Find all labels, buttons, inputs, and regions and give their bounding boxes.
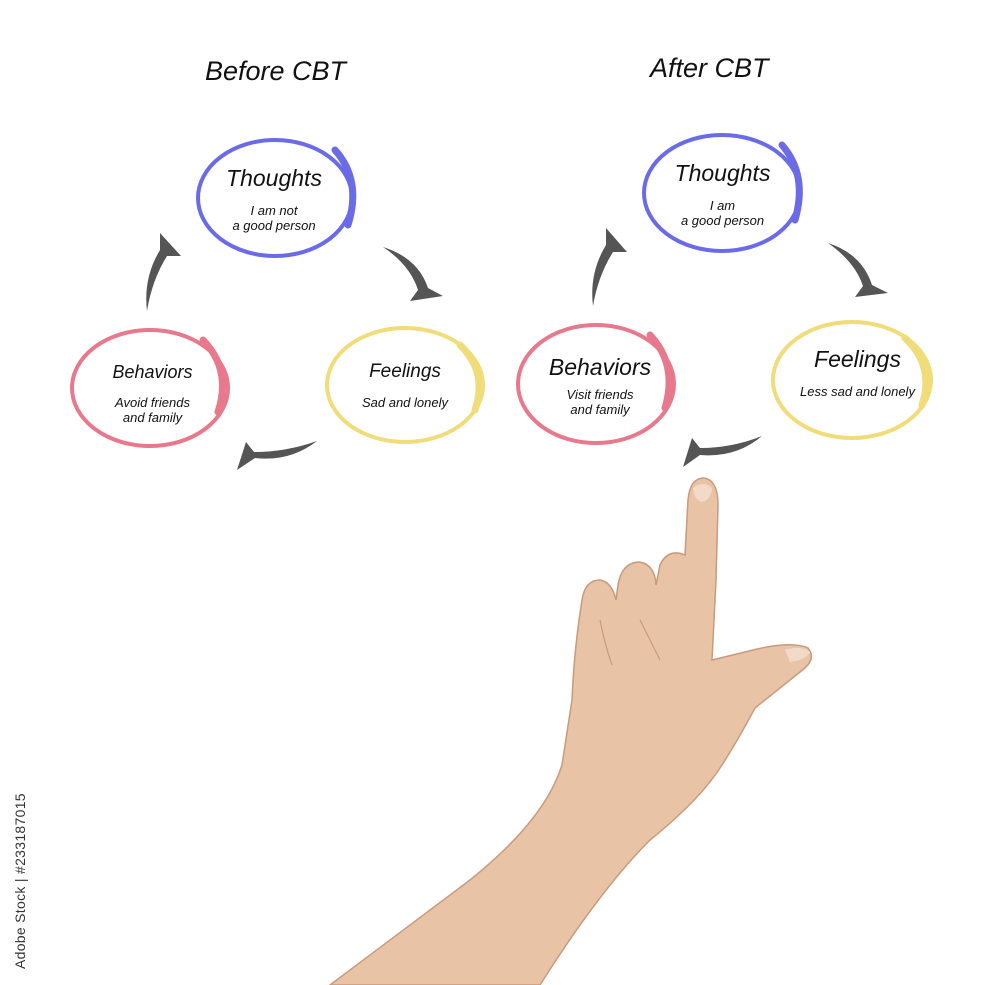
before-feelings-label: Feelings xyxy=(330,361,480,383)
before-thoughts-text-line-1: I am not xyxy=(198,203,350,218)
before-thoughts-label: Thoughts xyxy=(198,165,350,192)
before-thoughts-text-line-2: a good person xyxy=(198,218,350,233)
before-behaviors-text: Avoid friends and family xyxy=(75,395,230,425)
after-thoughts-text-line-2: a good person xyxy=(645,213,800,228)
after-feelings-circle xyxy=(773,322,931,438)
before-thoughts-text: I am not a good person xyxy=(198,203,350,233)
before-behaviors-text-line-2: and family xyxy=(75,410,230,425)
after-behaviors-text-line-1: Visit friends xyxy=(520,387,680,402)
after-thoughts-circle xyxy=(644,135,800,251)
after-feelings-text: Less sad and lonely xyxy=(775,384,940,399)
after-cbt-title: After CBT xyxy=(650,53,769,84)
before-cbt-title: Before CBT xyxy=(205,56,346,87)
before-behaviors-text-line-1: Avoid friends xyxy=(75,395,230,410)
before-feelings-text: Sad and lonely xyxy=(320,395,490,410)
after-behaviors-label: Behaviors xyxy=(520,354,680,381)
before-behaviors-label: Behaviors xyxy=(75,362,230,383)
pointing-hand-image xyxy=(330,478,811,985)
after-behaviors-circle xyxy=(518,325,674,443)
after-thoughts-text: I am a good person xyxy=(645,198,800,228)
after-thoughts-text-line-1: I am xyxy=(645,198,800,213)
before-behaviors-circle xyxy=(72,330,228,446)
after-feelings-text-line-1: Less sad and lonely xyxy=(775,384,940,399)
before-arrow-feelings-to-behaviors xyxy=(237,441,317,470)
stock-image-id: Adobe Stock | #233187015 xyxy=(12,793,28,969)
after-arrow-thoughts-to-feelings xyxy=(828,243,888,297)
after-arrow-behaviors-to-thoughts xyxy=(592,228,627,306)
before-arrow-behaviors-to-thoughts xyxy=(146,233,181,311)
after-feelings-label: Feelings xyxy=(775,346,940,373)
after-behaviors-text: Visit friends and family xyxy=(520,387,680,417)
before-thoughts-circle xyxy=(198,140,353,256)
before-arrow-thoughts-to-feelings xyxy=(383,247,443,301)
after-arrow-feelings-to-behaviors xyxy=(683,436,762,467)
before-feelings-circle xyxy=(327,328,483,442)
after-thoughts-label: Thoughts xyxy=(645,160,800,187)
before-feelings-text-line-1: Sad and lonely xyxy=(320,395,490,410)
after-behaviors-text-line-2: and family xyxy=(520,402,680,417)
